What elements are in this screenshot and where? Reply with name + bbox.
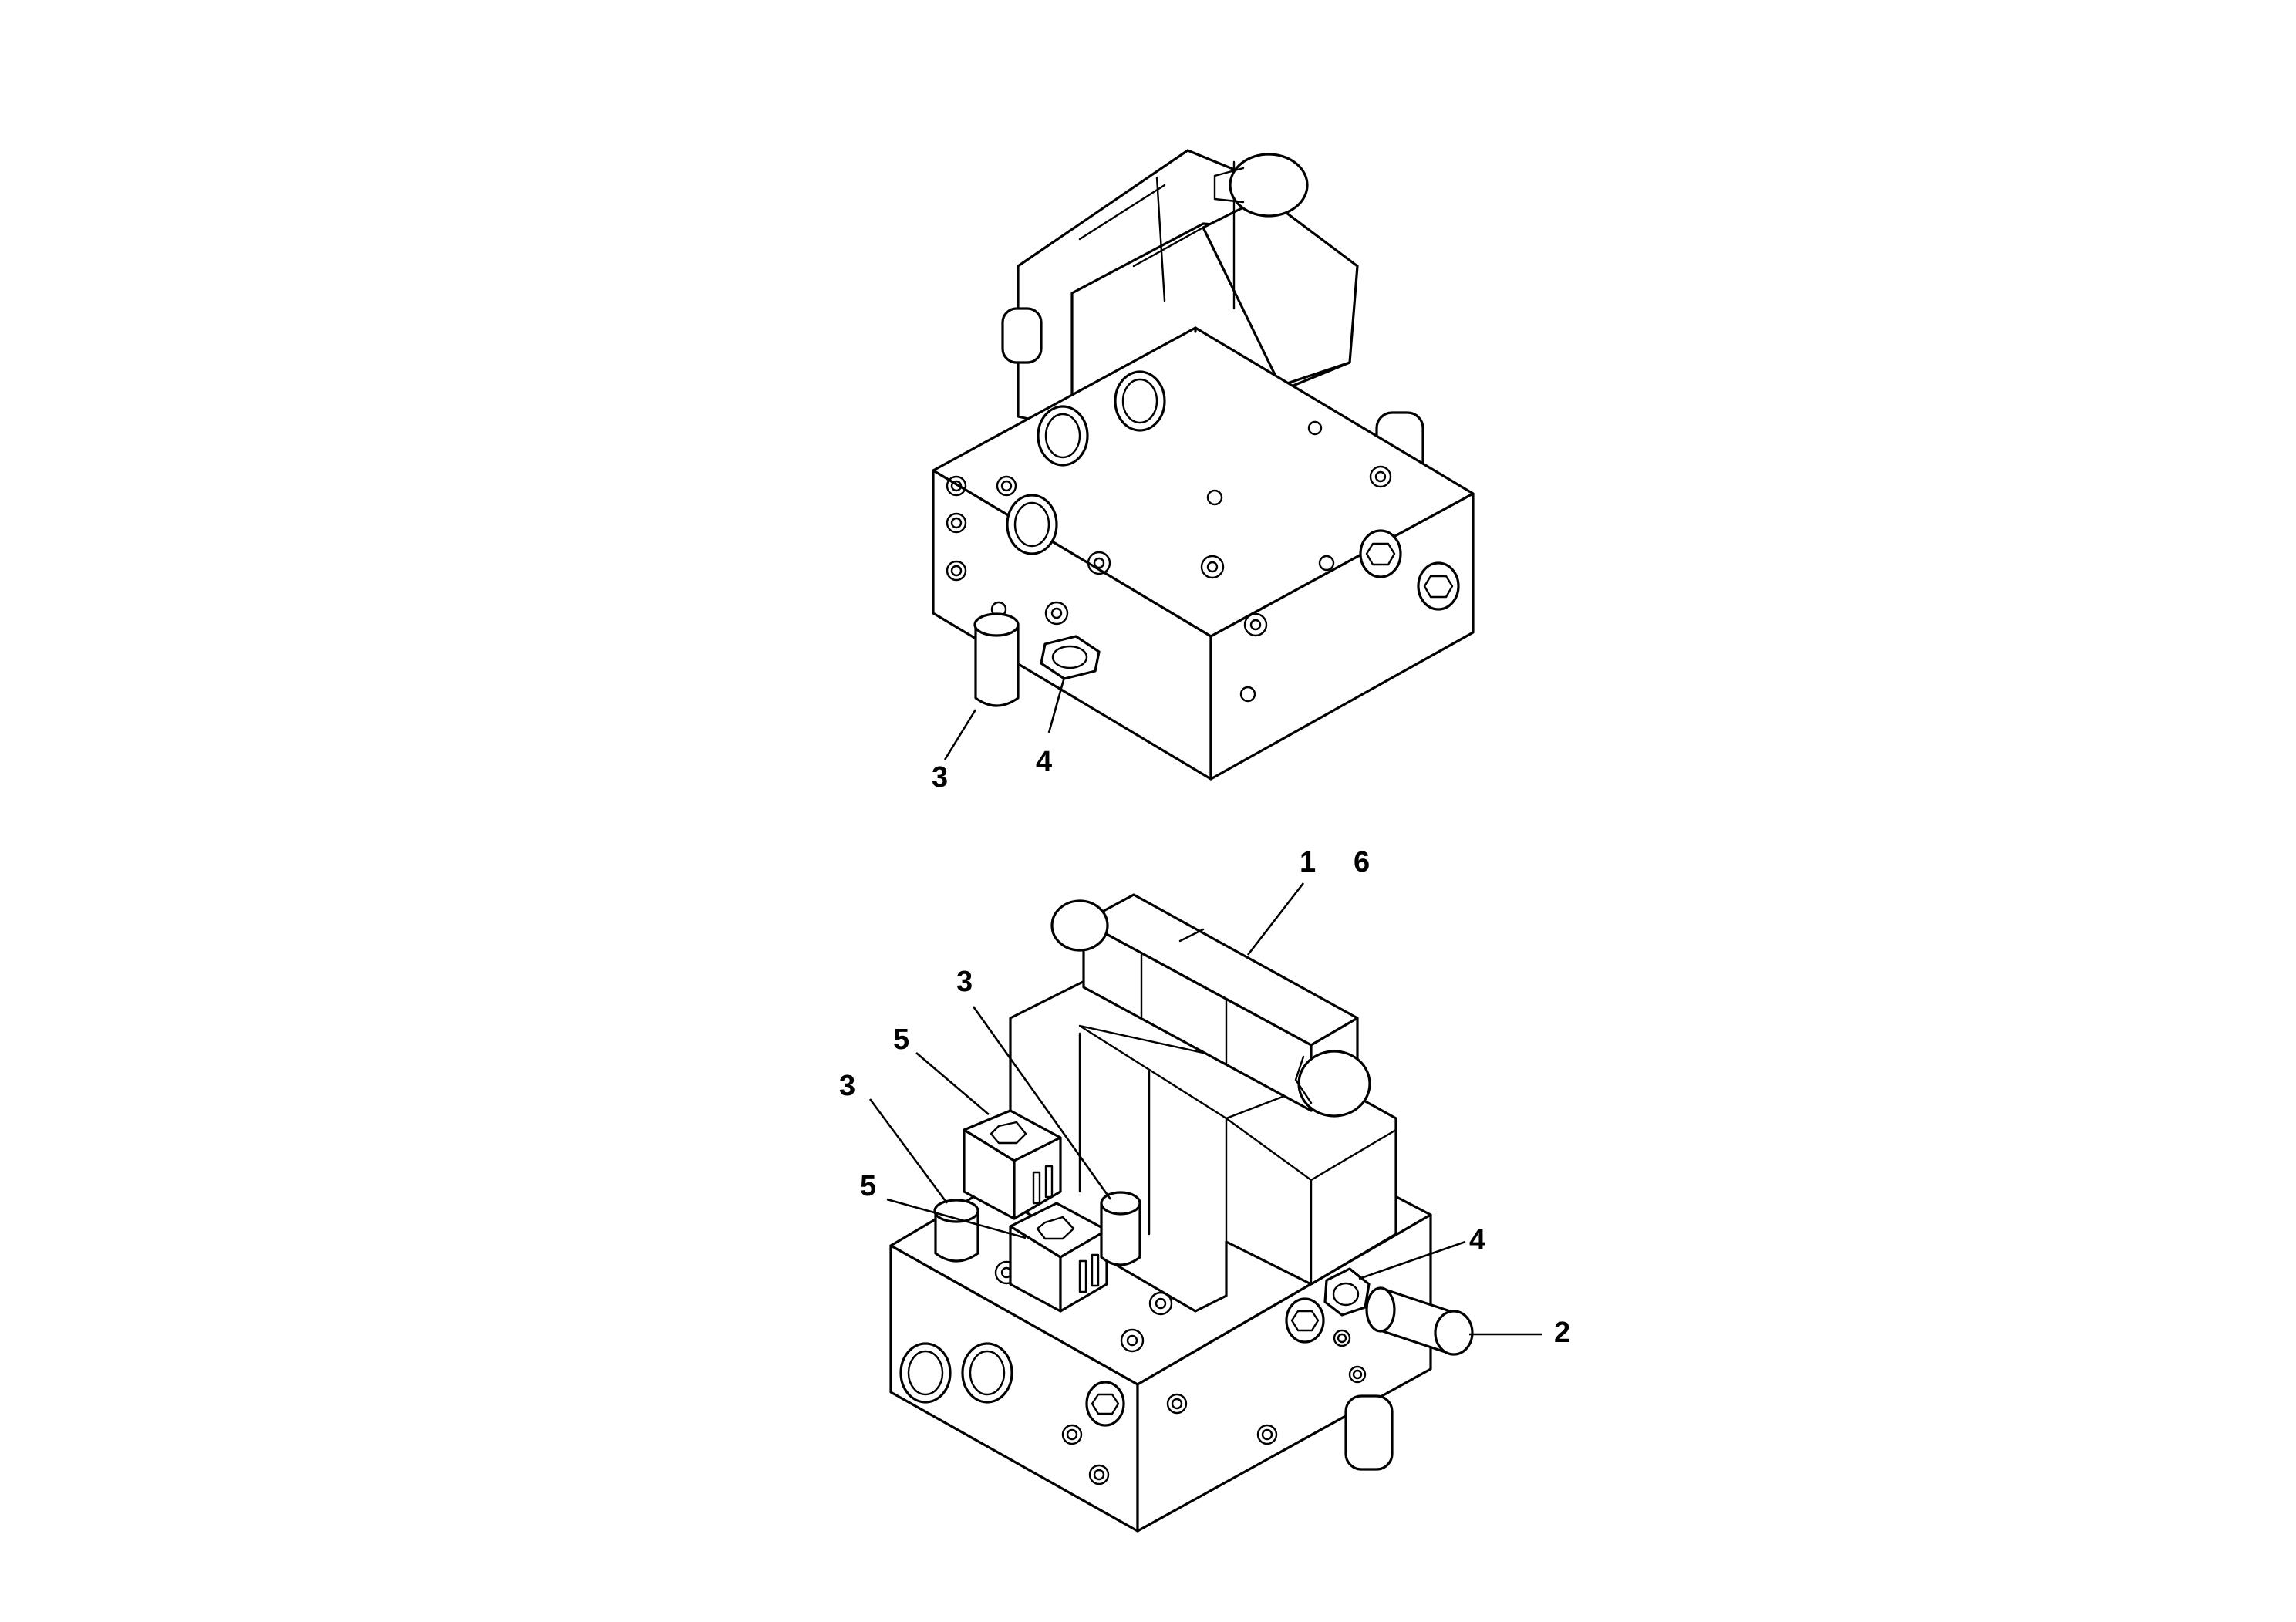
upper-cartridge-3 bbox=[973, 612, 1020, 707]
lower-solenoid-pilot bbox=[1050, 893, 1371, 1118]
callout-label: 6 bbox=[1354, 846, 1370, 878]
port-circle bbox=[899, 1342, 952, 1404]
callout-label: 5 bbox=[860, 1170, 876, 1202]
solenoid-end-cap bbox=[1050, 899, 1109, 952]
callout-label: 1 bbox=[1300, 846, 1316, 878]
lower-cartridge-2 bbox=[1365, 1286, 1474, 1356]
hex-plug bbox=[1285, 1297, 1325, 1344]
upper-valve-assembly bbox=[932, 149, 1475, 781]
lower-cartridge-3-left bbox=[933, 1199, 979, 1263]
lower-plug-4 bbox=[1323, 1267, 1371, 1317]
hex-plug bbox=[1359, 529, 1402, 578]
lower-cartridge-3-right bbox=[1100, 1191, 1141, 1266]
callout-label: 4 bbox=[1036, 746, 1052, 778]
solenoid-end-cap bbox=[1294, 1050, 1371, 1118]
lower-valve-assembly bbox=[889, 893, 1474, 1533]
port-circle bbox=[961, 1342, 1013, 1404]
callout-label: 3 bbox=[956, 966, 973, 998]
callout-label: 4 bbox=[1469, 1224, 1485, 1256]
upper-solenoid-cap bbox=[1213, 153, 1309, 218]
port-circle bbox=[1037, 405, 1089, 467]
lower-callouts: 1 6 3 5 3 5 4 2 bbox=[839, 846, 1570, 1349]
upper-callouts: 3 4 bbox=[932, 676, 1066, 794]
callout-label: 3 bbox=[932, 761, 948, 794]
lower-coil-5-lower bbox=[1009, 1202, 1108, 1313]
upper-manifold-block bbox=[932, 326, 1475, 781]
callout-label: 3 bbox=[839, 1070, 855, 1102]
lower-coil-5-upper bbox=[963, 1109, 1062, 1220]
hex-plug bbox=[1085, 1381, 1125, 1427]
hex-plug bbox=[1417, 561, 1460, 611]
port-circle bbox=[1114, 370, 1166, 432]
callout-label: 2 bbox=[1554, 1317, 1570, 1349]
upper-plug-4 bbox=[1040, 635, 1101, 680]
callout-label: 5 bbox=[893, 1023, 909, 1056]
upper-ports bbox=[946, 370, 1460, 707]
port-circle bbox=[1006, 494, 1058, 555]
